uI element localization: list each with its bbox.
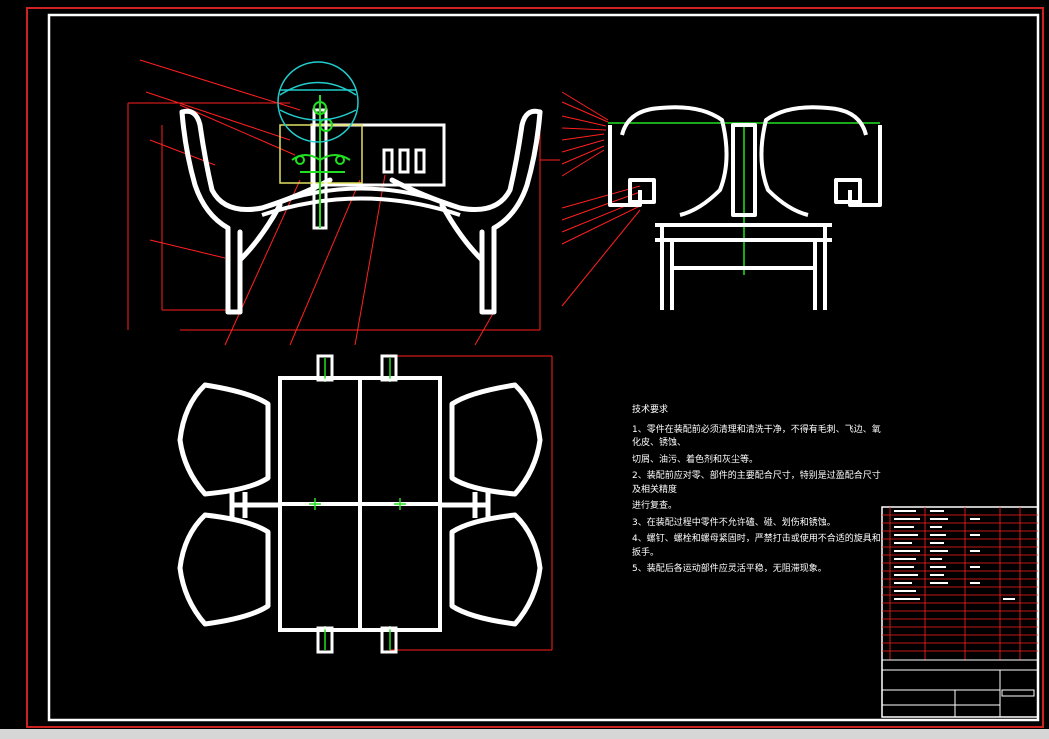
plan-left-seats <box>177 382 280 627</box>
front-table-beam <box>261 186 461 217</box>
plan-right-seats <box>440 382 543 627</box>
sheet-frames <box>26 7 1044 728</box>
technical-notes: 技术要求 1、零件在装配前必须清理和清洗干净，不得有毛刺、飞边、氧化皮、锈蚀、 … <box>632 404 882 580</box>
right-chair-outline <box>389 108 543 315</box>
front-elevation <box>127 59 560 346</box>
technical-note-line: 3、在装配过程中零件不允许磕、碰、划伤和锈蚀。 <box>632 517 836 528</box>
title-block-marks <box>894 510 1015 600</box>
side-chair-outline <box>608 105 882 310</box>
technical-note-line: 1、零件在装配前必须清理和清洗干净，不得有毛刺、飞边、氧化皮、锈蚀、 <box>632 424 881 449</box>
side-elevation <box>561 91 882 310</box>
umbrella-hood <box>277 61 359 143</box>
plan-view <box>177 354 553 654</box>
technical-note-line: 4、螺钉、螺栓和螺母紧固时，严禁打击或使用不合适的旋具和扳手。 <box>632 534 881 558</box>
plan-brackets <box>316 354 398 654</box>
side-leaders <box>561 91 641 307</box>
technical-note-line: 切屑、油污、着色剂和灰尘等。 <box>632 454 759 465</box>
title-block <box>881 506 1039 718</box>
technical-note-line: 2、装配前应对零、部件的主要配合尺寸，特别是过盈配合尺寸及相关精度 <box>632 471 881 495</box>
window-bottom-strip <box>0 729 1049 739</box>
plan-table <box>278 376 442 632</box>
plan-dimensions <box>390 355 553 651</box>
technical-note-line: 5、装配后各运动部件应灵活平稳，无阻滞现象。 <box>632 564 827 574</box>
technical-notes-title: 技术要求 <box>632 405 669 415</box>
technical-note-line: 进行复查。 <box>632 501 678 511</box>
table-slots <box>382 148 426 174</box>
title-block-grid <box>882 507 1038 660</box>
plan-centerlines <box>309 358 406 650</box>
hinge-detail <box>291 101 351 173</box>
